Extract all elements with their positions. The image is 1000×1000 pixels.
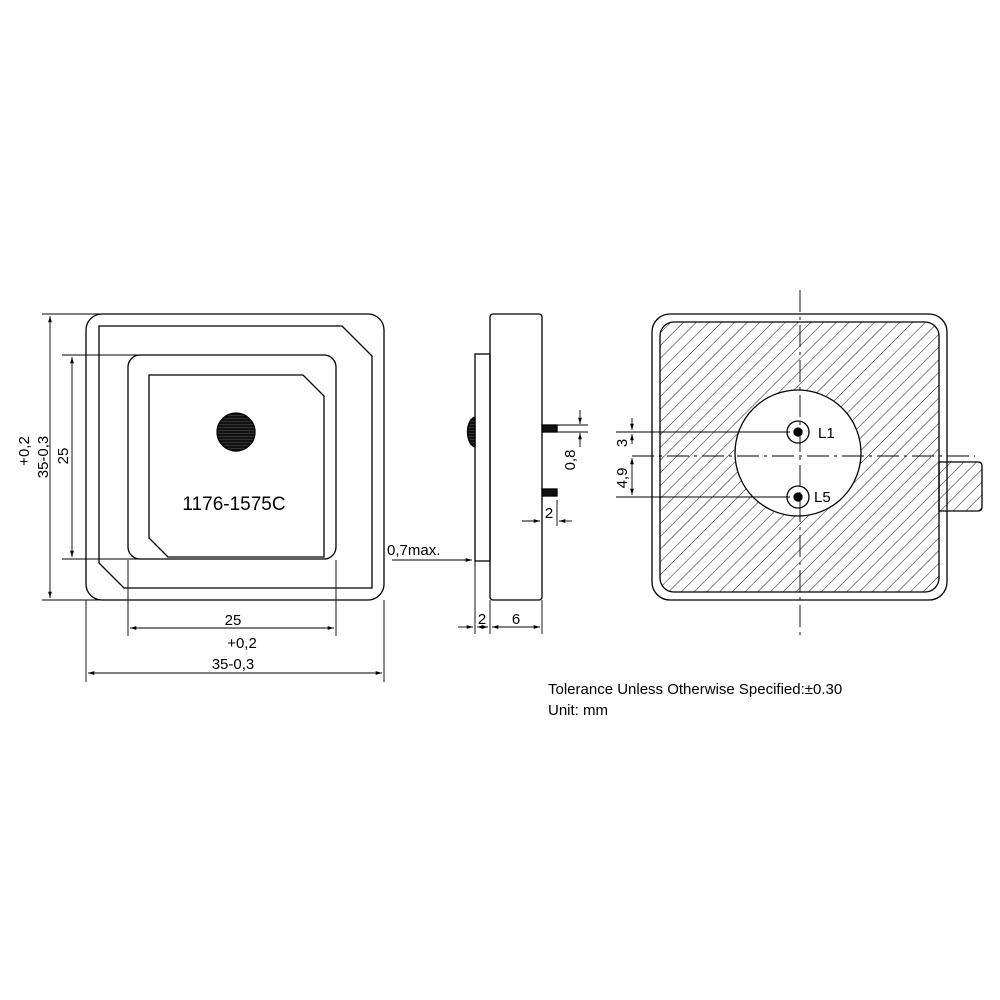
back-view: [651, 313, 983, 601]
front-width-dimensions: [85, 560, 385, 682]
back-pin-clearance: [734, 389, 862, 517]
dim-outer-width: 35-0,3: [212, 656, 255, 673]
back-center-lines: [632, 290, 975, 636]
dim-inner-width: 25: [225, 612, 242, 629]
back-outer-edge: [651, 313, 948, 601]
patch-inner-outline: [148, 374, 325, 558]
dim-outer-height: 35-0,3: [35, 436, 52, 479]
dim-max-gap: 0,7max.: [387, 542, 440, 559]
dim-pin5-offset: 4,9: [614, 468, 631, 489]
side-dimensions: [392, 410, 588, 634]
dim-body-thickness: 6: [512, 611, 520, 628]
unit-note: Unit: mm: [548, 702, 608, 719]
dim-outer-width-tol: +0,2: [227, 635, 257, 652]
side-pin-top: [541, 424, 558, 433]
side-patch: [474, 353, 491, 562]
part-number-label: 1176-1575C: [182, 494, 285, 515]
dim-inner-height: 25: [55, 448, 72, 465]
dim-outer-height-tol: +0,2: [16, 436, 33, 466]
back-dimensions: [616, 418, 790, 498]
side-body: [489, 313, 543, 601]
front-height-dimensions: [42, 313, 140, 601]
pin-l5: [793, 492, 803, 502]
dim-pin1-offset: 3: [614, 439, 631, 447]
dim-pin-length: 2: [545, 505, 553, 522]
ceramic-inner-outline: [98, 325, 373, 589]
feed-point: [216, 412, 256, 452]
pin-l1-label: L1: [818, 425, 835, 442]
dim-patch-thickness: 2: [478, 611, 486, 628]
side-pin-bottom: [541, 488, 558, 497]
dim-pin-height: 0,8: [562, 450, 579, 471]
pin-l5-label: L5: [814, 489, 831, 506]
side-view: [466, 313, 558, 601]
back-tab: [938, 461, 983, 512]
side-feed-point: [466, 416, 476, 448]
ceramic-outer-edge: [85, 313, 385, 601]
patch-outer-edge: [127, 354, 337, 560]
front-view: [85, 313, 385, 601]
tolerance-note: Tolerance Unless Otherwise Specified:±0.…: [548, 681, 843, 698]
pin-l1: [793, 427, 803, 437]
